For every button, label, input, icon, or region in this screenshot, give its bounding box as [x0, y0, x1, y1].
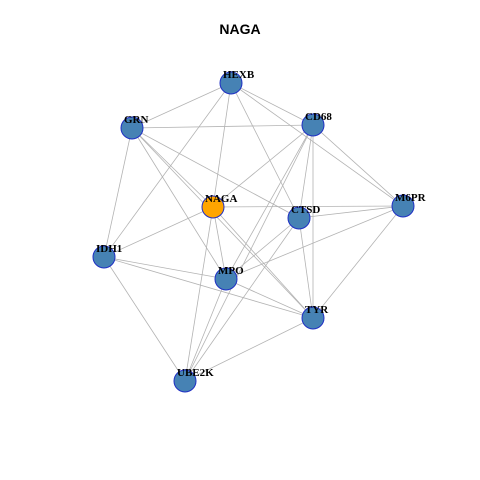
node-label-m6pr: M6PR	[395, 192, 427, 204]
edge-hexb-cd68	[230, 82, 314, 126]
edge-grn-tyr	[131, 127, 314, 319]
edge-m6pr-tyr	[312, 205, 404, 319]
graph-title: NAGA	[219, 21, 261, 37]
edge-naga-idh1	[103, 206, 214, 258]
edge-hexb-grn	[131, 82, 232, 129]
edge-naga-m6pr	[212, 205, 404, 208]
node-label-cd68: CD68	[305, 111, 332, 123]
node-circle-naga	[201, 195, 225, 219]
node-label-grn: GRN	[124, 114, 149, 126]
node-circle-tyr	[301, 306, 325, 330]
node-label-naga: NAGA	[205, 193, 237, 205]
node-circle-m6pr	[391, 194, 415, 218]
edge-ctsd-mpo	[225, 217, 300, 280]
edge-idh1-ube2k	[103, 256, 186, 382]
node-ube2k: UBE2K	[173, 367, 214, 393]
node-circle-ctsd	[287, 206, 311, 230]
edge-naga-mpo	[212, 206, 227, 280]
edge-idh1-mpo	[103, 256, 227, 280]
node-label-ctsd: CTSD	[291, 204, 320, 216]
node-circle-grn	[120, 116, 144, 140]
edge-grn-idh1	[103, 127, 133, 258]
edge-cd68-mpo	[225, 124, 314, 280]
edge-hexb-ctsd	[230, 82, 300, 219]
edge-hexb-m6pr	[230, 82, 404, 207]
node-circle-idh1	[92, 245, 116, 269]
edge-grn-naga	[131, 127, 214, 208]
edge-mpo-ube2k	[184, 278, 227, 382]
edge-cd68-ube2k	[184, 124, 314, 382]
node-circle-hexb	[219, 71, 243, 95]
node-label-tyr: TYR	[305, 304, 329, 316]
edge-cd68-naga	[212, 124, 314, 208]
node-label-ube2k: UBE2K	[177, 367, 214, 379]
node-tyr: TYR	[301, 304, 329, 330]
edge-ctsd-tyr	[298, 217, 314, 319]
node-circle-cd68	[301, 113, 325, 137]
edge-ctsd-ube2k	[184, 217, 300, 382]
node-naga: NAGA	[201, 193, 237, 219]
edge-ctsd-m6pr	[298, 205, 404, 219]
edge-layer	[103, 82, 404, 382]
node-idh1: IDH1	[92, 243, 122, 269]
edge-cd68-ctsd	[298, 124, 314, 219]
edge-tyr-ube2k	[184, 317, 314, 382]
node-circle-mpo	[214, 267, 238, 291]
node-label-mpo: MPO	[218, 265, 244, 277]
edge-m6pr-mpo	[225, 205, 404, 280]
node-label-idh1: IDH1	[96, 243, 122, 255]
edge-grn-cd68	[131, 124, 314, 129]
edge-grn-mpo	[131, 127, 227, 280]
node-mpo: MPO	[214, 265, 244, 291]
edge-hexb-idh1	[103, 82, 232, 258]
node-hexb: HEXB	[219, 69, 255, 95]
node-ctsd: CTSD	[287, 204, 320, 230]
edge-cd68-m6pr	[312, 124, 404, 207]
edge-hexb-naga	[212, 82, 232, 208]
edge-naga-tyr	[212, 206, 314, 319]
edge-naga-ube2k	[184, 206, 214, 382]
node-m6pr: M6PR	[391, 192, 427, 218]
node-grn: GRN	[120, 114, 149, 140]
edge-grn-ctsd	[131, 127, 300, 219]
edge-idh1-tyr	[103, 256, 314, 319]
node-circle-ube2k	[173, 369, 197, 393]
node-cd68: CD68	[301, 111, 332, 137]
edge-mpo-tyr	[225, 278, 314, 319]
node-label-hexb: HEXB	[223, 69, 255, 81]
